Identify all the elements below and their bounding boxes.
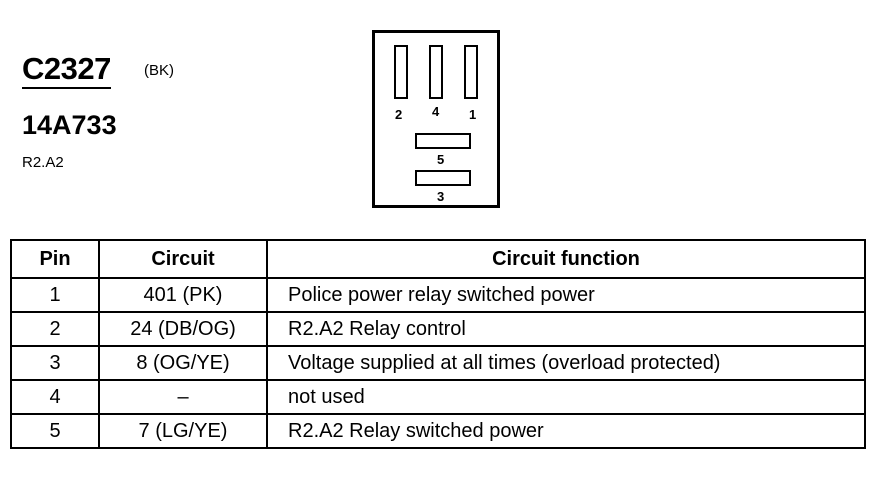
pin-4-slot	[429, 45, 443, 99]
pin-1-label: 1	[469, 107, 477, 122]
cell-circuit: 24 (DB/OG)	[98, 311, 268, 347]
table-header-row: Pin Circuit Circuit function	[10, 239, 866, 279]
header-function: Circuit function	[266, 239, 866, 279]
pin-5-slot	[415, 133, 471, 149]
pin-5-label: 5	[437, 152, 445, 167]
pin-table: Pin Circuit Circuit function 1 401 (PK) …	[10, 239, 866, 449]
part-number: 14A733	[22, 110, 117, 140]
pin-1-slot	[464, 45, 478, 99]
table-row: 5 7 (LG/YE) R2.A2 Relay switched power	[10, 413, 866, 449]
cell-pin: 2	[10, 311, 100, 347]
cell-pin: 3	[10, 345, 100, 381]
cell-circuit: 8 (OG/YE)	[98, 345, 268, 381]
connector-face-diagram: 2 4 1 5 3	[372, 30, 500, 208]
header-pin: Pin	[10, 239, 100, 279]
relay-id: R2.A2	[22, 154, 64, 171]
cell-circuit: –	[98, 379, 268, 415]
cell-pin: 4	[10, 379, 100, 415]
table-row: 2 24 (DB/OG) R2.A2 Relay control	[10, 311, 866, 347]
cell-circuit: 401 (PK)	[98, 277, 268, 313]
pin-4-label: 4	[432, 104, 440, 119]
table-row: 3 8 (OG/YE) Voltage supplied at all time…	[10, 345, 866, 381]
cell-function: Voltage supplied at all times (overload …	[266, 345, 866, 381]
cell-circuit: 7 (LG/YE)	[98, 413, 268, 449]
header-circuit: Circuit	[98, 239, 268, 279]
pin-2-slot	[394, 45, 408, 99]
cell-function: R2.A2 Relay control	[266, 311, 866, 347]
cell-function: R2.A2 Relay switched power	[266, 413, 866, 449]
cell-function: not used	[266, 379, 866, 415]
cell-pin: 1	[10, 277, 100, 313]
connector-id: C2327	[22, 52, 111, 89]
cell-pin: 5	[10, 413, 100, 449]
pin-3-label: 3	[437, 189, 445, 204]
table-row: 4 – not used	[10, 379, 866, 415]
pin-2-label: 2	[395, 107, 403, 122]
connector-color: (BK)	[144, 62, 174, 79]
cell-function: Police power relay switched power	[266, 277, 866, 313]
table-row: 1 401 (PK) Police power relay switched p…	[10, 277, 866, 313]
pin-3-slot	[415, 170, 471, 186]
